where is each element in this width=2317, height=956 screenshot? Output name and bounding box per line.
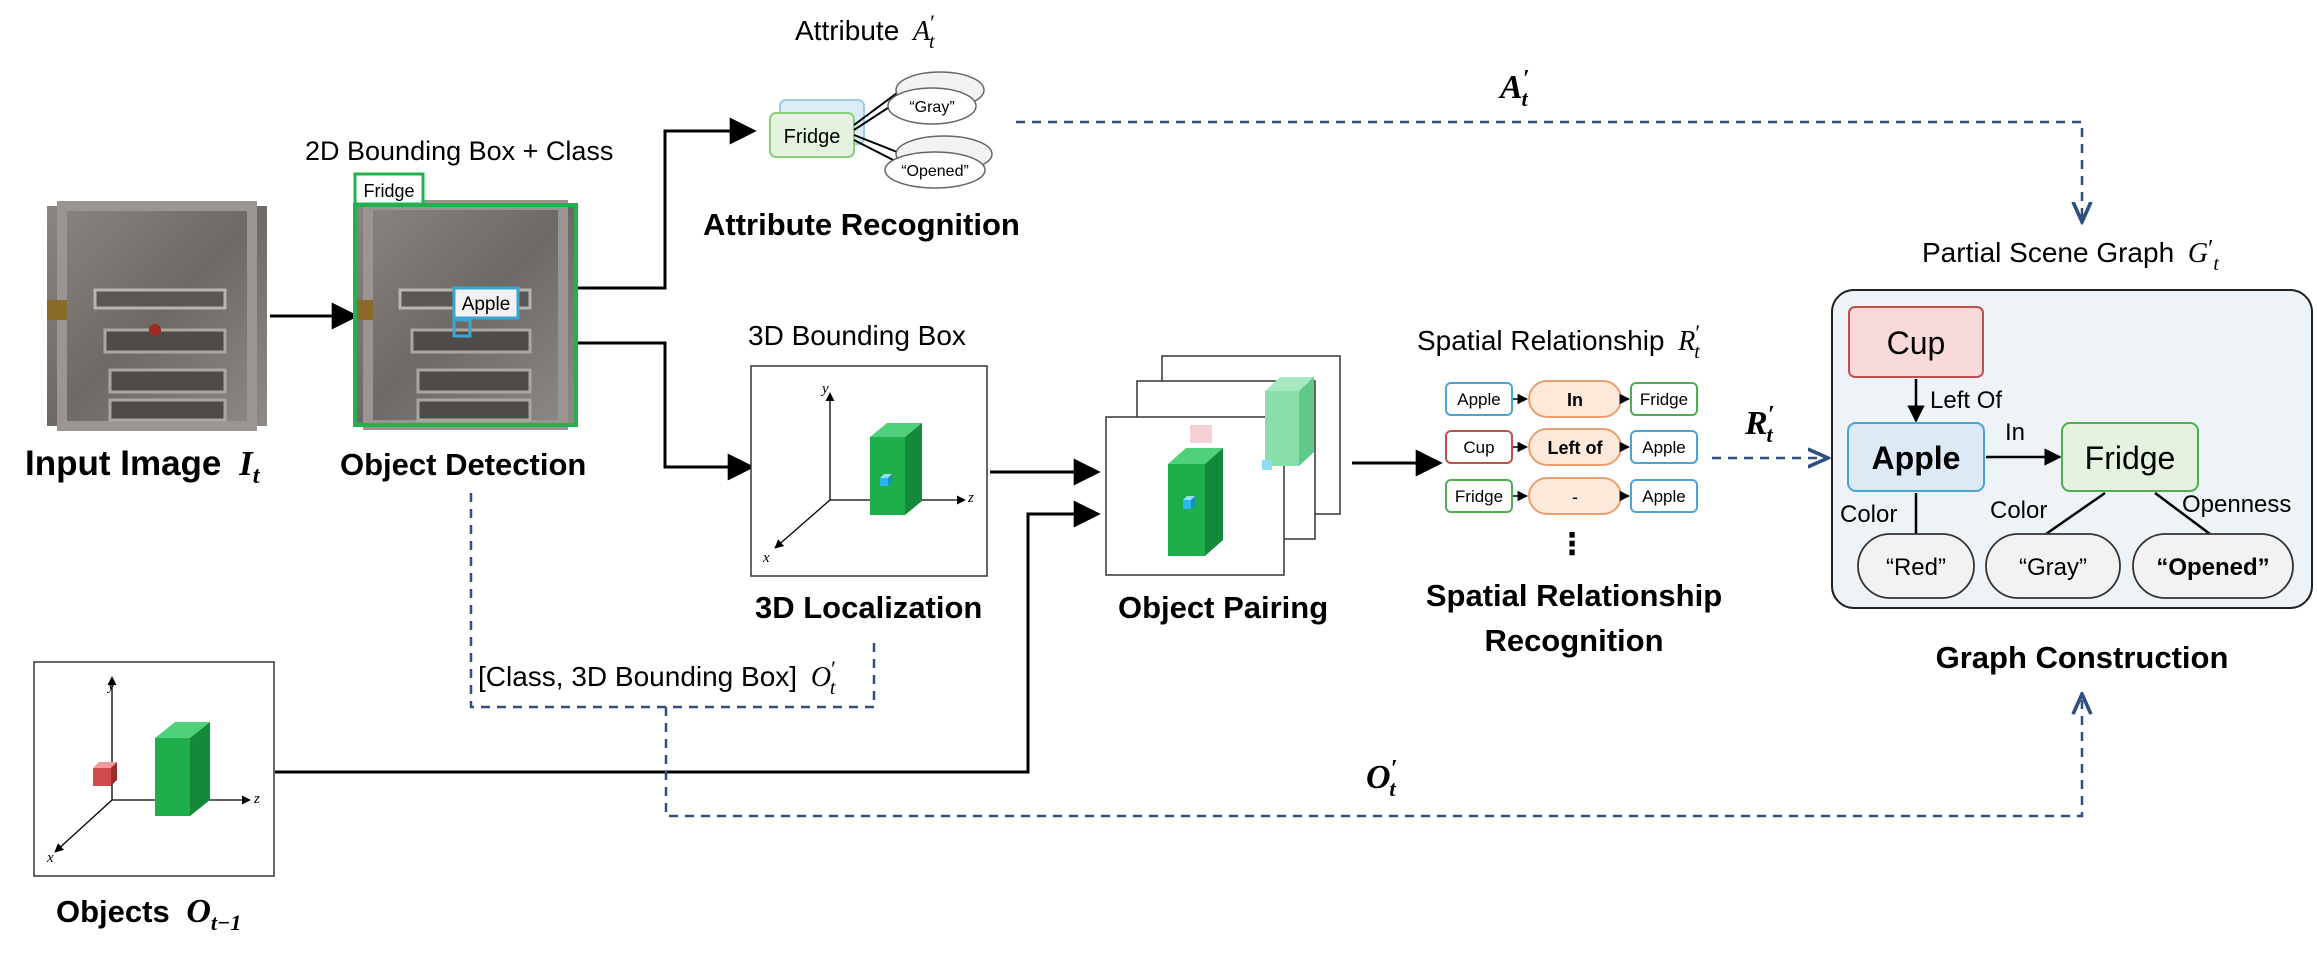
node-fridge [2061, 422, 2199, 492]
apple-bbox [452, 318, 472, 338]
localization-top-label: 3D Bounding Box [748, 320, 966, 351]
spatial-ellipsis: ⋮ [1557, 528, 1587, 561]
arrow-prev-objects-to-pairing [275, 500, 1101, 774]
attribute-top-label: Attribute A′t [795, 10, 935, 53]
svg-text:Left of: Left of [1548, 438, 1604, 458]
pairing-stack [1105, 355, 1341, 576]
svg-text:Apple: Apple [1642, 487, 1685, 506]
svg-text:z: z [967, 490, 974, 506]
svg-text:y: y [106, 678, 115, 694]
svg-text:y: y [820, 381, 829, 397]
fridge-tag: Fridge [363, 181, 414, 201]
edge-color-apple: Color [1840, 501, 1897, 528]
localization-box: y z x [750, 365, 988, 577]
attribute-val-gray: “Gray” [909, 99, 954, 116]
spatial-row: Apple In Fridge [1445, 380, 1698, 418]
svg-text:x: x [762, 550, 770, 566]
flow-attribute-to-graph [1016, 120, 2082, 222]
svg-text:-: - [1572, 487, 1578, 507]
graph-top-label: Partial Scene Graph G′t [1922, 236, 2219, 275]
flow-attribute-label: A′t [1498, 66, 1529, 111]
flow-spatial-label: R′t [1744, 402, 1774, 447]
svg-text:Apple: Apple [1457, 390, 1500, 409]
attribute-graphic: Fridge “Gray” “Opened” [769, 71, 993, 189]
svg-text:Fridge: Fridge [1455, 487, 1503, 506]
apple-tag: Apple [462, 294, 511, 315]
flow-objects-to-graph [664, 694, 2082, 818]
prev-objects-box: y z x [33, 661, 275, 877]
svg-text:z: z [253, 791, 260, 807]
arrow-detection-to-localization [578, 341, 755, 481]
attribute-val-opened: “Opened” [901, 163, 969, 180]
svg-text:In: In [1567, 390, 1583, 410]
svg-text:Apple: Apple [1872, 440, 1961, 476]
node-cup [1848, 306, 1984, 378]
svg-text:Fridge: Fridge [2085, 440, 2176, 476]
attribute-fridge: Fridge [784, 126, 841, 148]
detection-top-label: 2D Bounding Box + Class [305, 136, 613, 166]
spatial-row: Cup Left of Apple [1445, 428, 1698, 466]
svg-text:Apple: Apple [1642, 438, 1685, 457]
edge-in: In [2005, 419, 2025, 446]
flow-classbox-label: [Class, 3D Bounding Box] O′t [478, 656, 836, 699]
svg-text:“Opened”: “Opened” [2156, 554, 2269, 581]
node-gray [1985, 533, 2121, 599]
spatial-top-label: Spatial Relationship R′t [1417, 320, 1700, 363]
svg-text:Cup: Cup [1463, 438, 1494, 457]
pairing-label: Object Pairing [1118, 590, 1328, 625]
graph-label: Graph Construction [1936, 640, 2229, 675]
spatial-label-line2: Recognition [1484, 623, 1663, 658]
prev-objects-label: Objects Ot−1 [56, 893, 241, 935]
attribute-label: Attribute Recognition [703, 207, 1020, 242]
node-apple [1847, 422, 1985, 492]
spatial-label-line1: Spatial Relationship [1426, 578, 1722, 613]
svg-text:“Red”: “Red” [1886, 554, 1946, 581]
input-image-label: Input Image It [25, 444, 261, 489]
spatial-row: Fridge - Apple [1445, 477, 1698, 515]
scene-graph-panel: Cup Left Of Apple In Fridge Color Color … [1831, 289, 2313, 609]
arrow-detection-to-attribute [578, 117, 757, 290]
detection-label: Object Detection [340, 447, 586, 482]
edge-openness: Openness [2182, 491, 2291, 518]
svg-text:x: x [46, 850, 54, 866]
edge-color-fridge: Color [1990, 497, 2047, 524]
flow-objects-label: O′t [1366, 756, 1397, 801]
svg-text:“Gray”: “Gray” [2019, 554, 2087, 581]
fridge-bbox [353, 203, 578, 427]
svg-text:Cup: Cup [1887, 325, 1946, 361]
apple-in-image [149, 324, 161, 336]
node-opened [2132, 533, 2294, 599]
spatial-rows: Apple In Fridge Cup Left of Apple Fridge… [1445, 380, 1698, 561]
node-red [1857, 533, 1975, 599]
input-image [47, 201, 267, 431]
edge-left-of: Left Of [1930, 387, 2002, 414]
localization-label: 3D Localization [755, 590, 982, 625]
svg-text:Fridge: Fridge [1640, 390, 1688, 409]
detection-image: Fridge Apple [353, 172, 578, 430]
